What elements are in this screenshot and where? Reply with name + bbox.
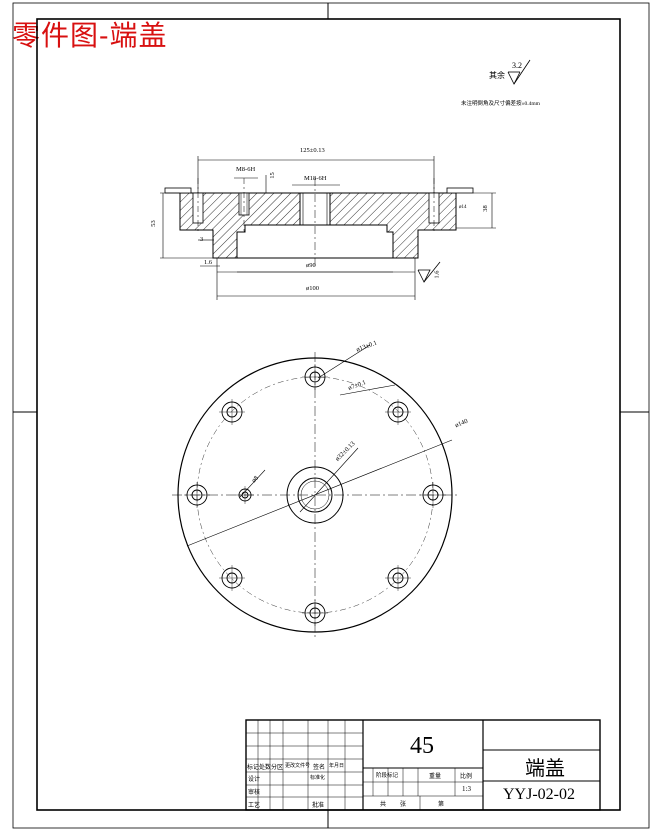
label-review: 审核 bbox=[248, 790, 261, 796]
dim-counterbore: ø14 bbox=[459, 205, 467, 210]
dim-m8: M8-6H bbox=[236, 166, 256, 173]
label-zone: 分区 bbox=[271, 765, 284, 771]
roughness-value: 3.2 bbox=[512, 61, 522, 70]
dim-depth15: 15 bbox=[268, 172, 276, 179]
label-change-doc: 更改文件号 bbox=[285, 764, 311, 769]
dim-height-right: 38 bbox=[481, 205, 489, 212]
outer-border bbox=[12, 2, 650, 829]
label-standardize: 标准化 bbox=[310, 776, 326, 781]
roughness-text: 其余 bbox=[489, 71, 505, 80]
bolt-holes bbox=[184, 364, 446, 626]
part-name: 端盖 bbox=[525, 756, 565, 780]
dim-roughness-bottom: 1.6 bbox=[433, 270, 441, 279]
dim-outer-d100: ø100 bbox=[306, 285, 319, 292]
roughness-symbol bbox=[507, 59, 531, 85]
label-approve: 批准 bbox=[312, 803, 325, 809]
label-total: 共 bbox=[380, 802, 387, 808]
tech-note: 未注明倒角及尺寸偏差按±0.4mm bbox=[461, 101, 540, 107]
section-view bbox=[160, 156, 496, 300]
dim-m18: M18-6H bbox=[304, 175, 327, 182]
label-process: 工艺 bbox=[248, 803, 261, 809]
dim-height-left: 53 bbox=[149, 220, 157, 227]
dim-overall-pcd: 125±0.13 bbox=[300, 147, 325, 154]
dim-left-small: 3 bbox=[200, 236, 204, 243]
material: 45 bbox=[410, 733, 434, 759]
label-stage-mark: 阶段标记 bbox=[376, 773, 399, 779]
dim-left-small2: 1.6 bbox=[204, 259, 213, 266]
inner-frame bbox=[36, 18, 621, 811]
label-scale: 比例 bbox=[460, 774, 473, 780]
title-block bbox=[245, 719, 601, 811]
label-weight: 重量 bbox=[429, 774, 442, 780]
label-signature: 签名 bbox=[313, 765, 326, 771]
label-design: 设计 bbox=[248, 777, 261, 783]
label-count: 处数 bbox=[259, 765, 272, 771]
label-sheet: 张 bbox=[400, 802, 407, 808]
label-date: 年月日 bbox=[329, 764, 345, 769]
scale-value: 1:3 bbox=[462, 785, 471, 793]
label-mark: 标记 bbox=[247, 765, 260, 771]
drawing-number: YYJ-02-02 bbox=[503, 786, 575, 803]
dim-bore-d90: ø90 bbox=[306, 262, 316, 269]
label-of: 第 bbox=[438, 802, 445, 808]
